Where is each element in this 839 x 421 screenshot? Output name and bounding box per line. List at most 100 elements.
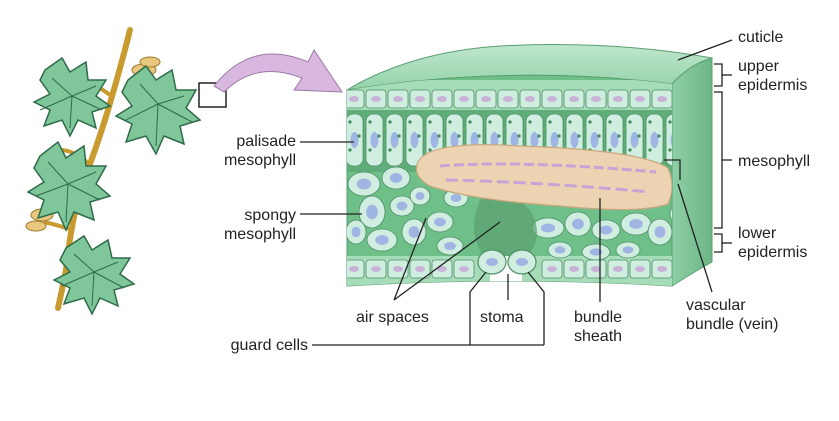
cell-nucleus: [591, 266, 601, 272]
chloroplast: [348, 148, 352, 152]
label-stoma: stoma: [480, 309, 524, 326]
cell-nucleus: [393, 266, 403, 272]
cell-nucleus: [610, 132, 619, 148]
cell-nucleus: [375, 235, 389, 245]
cell-nucleus: [654, 226, 666, 238]
cell-nucleus: [366, 204, 378, 220]
chloroplast: [388, 148, 392, 152]
leader-lines: [300, 39, 733, 346]
cell-nucleus: [415, 191, 425, 201]
chloroplast: [648, 120, 652, 124]
cell-nucleus: [371, 96, 381, 102]
chloroplast: [628, 120, 632, 124]
cell-nucleus: [415, 96, 425, 102]
leaf-vein: [39, 77, 103, 129]
cell-nucleus: [437, 266, 447, 272]
chloroplast: [408, 120, 412, 124]
cell-nucleus: [630, 132, 639, 148]
chloroplast: [528, 120, 532, 124]
plant-sprig-illustration: [25, 27, 202, 316]
chloroplast: [608, 148, 612, 152]
cell-nucleus: [530, 132, 539, 148]
chloroplast: [668, 120, 672, 124]
chloroplast: [417, 134, 421, 138]
cell-nucleus: [459, 96, 469, 102]
cell-nucleus: [450, 193, 462, 203]
chloroplast: [557, 134, 561, 138]
chloroplast: [377, 134, 381, 138]
cell-nucleus: [415, 266, 425, 272]
guard-cell-nucleus: [486, 258, 498, 266]
guard-cell-nucleus: [516, 258, 528, 266]
cell-nucleus: [591, 96, 601, 102]
zoom-region-box: [198, 82, 227, 108]
cell-nucleus: [371, 266, 381, 272]
spongy-cells: [347, 166, 672, 261]
chloroplast: [668, 148, 672, 152]
chloroplast: [577, 134, 581, 138]
vascular-bundle-shape: [415, 144, 672, 211]
cell-nucleus: [590, 132, 599, 148]
chloroplast: [437, 134, 441, 138]
label-bundle-sheath: bundle sheath: [574, 309, 623, 345]
cell-nucleus: [657, 266, 667, 272]
chloroplast: [617, 134, 621, 138]
chloroplast: [428, 148, 432, 152]
label-palisade-mesophyll: palisade mesophyll: [223, 133, 296, 169]
cell-nucleus: [572, 218, 584, 230]
cell-nucleus: [490, 132, 499, 148]
cell-nucleus: [430, 132, 439, 148]
chloroplast: [477, 134, 481, 138]
cell-nucleus: [393, 96, 403, 102]
block-side-face: [671, 57, 713, 287]
cell-nucleus: [569, 266, 579, 272]
chloroplast: [397, 134, 401, 138]
leaf-tissue-block: [346, 44, 713, 287]
palisade-cell: [665, 113, 672, 167]
label-mesophyll: mesophyll: [738, 153, 811, 170]
chloroplast: [428, 120, 432, 124]
cell-nucleus: [349, 266, 359, 272]
cell-nucleus: [450, 132, 459, 148]
cell-nucleus: [589, 248, 603, 256]
leaf-vein: [125, 83, 193, 147]
chloroplast: [488, 120, 492, 124]
chloroplast: [357, 134, 361, 138]
chloroplast: [408, 148, 412, 152]
chloroplast: [568, 120, 572, 124]
cell-nucleus: [481, 96, 491, 102]
leaf-vein: [35, 161, 101, 223]
chloroplast: [448, 120, 452, 124]
chloroplast: [368, 148, 372, 152]
cell-nucleus: [351, 226, 361, 238]
label-air-spaces: air spaces: [356, 309, 429, 326]
cell-nucleus: [349, 96, 359, 102]
cell-nucleus: [547, 96, 557, 102]
cell-nucleus: [554, 246, 566, 254]
chloroplast: [597, 134, 601, 138]
cell-nucleus: [657, 96, 667, 102]
phloem-strand: [445, 178, 651, 194]
chloroplast: [657, 134, 661, 138]
cell-nucleus: [396, 201, 408, 211]
label-lower-epidermis: lower epidermis: [738, 225, 808, 261]
flower-bud: [25, 220, 47, 232]
cell-nucleus: [525, 96, 535, 102]
cell-nucleus: [510, 132, 519, 148]
spongy-cell: [669, 203, 672, 225]
chloroplast: [608, 120, 612, 124]
cell-nucleus: [470, 132, 479, 148]
label-spongy-mesophyll: spongy mesophyll: [223, 207, 296, 243]
cell-nucleus: [503, 96, 513, 102]
cell-nucleus: [650, 132, 659, 148]
air-space: [473, 195, 538, 266]
cell-nucleus: [635, 96, 645, 102]
stem-branch: [43, 220, 73, 232]
cell-nucleus: [629, 219, 643, 229]
leaf-vein: [61, 253, 125, 307]
chloroplast: [508, 120, 512, 124]
xylem-strand: [439, 162, 657, 174]
cell-nucleus: [408, 226, 420, 238]
chloroplast: [457, 134, 461, 138]
